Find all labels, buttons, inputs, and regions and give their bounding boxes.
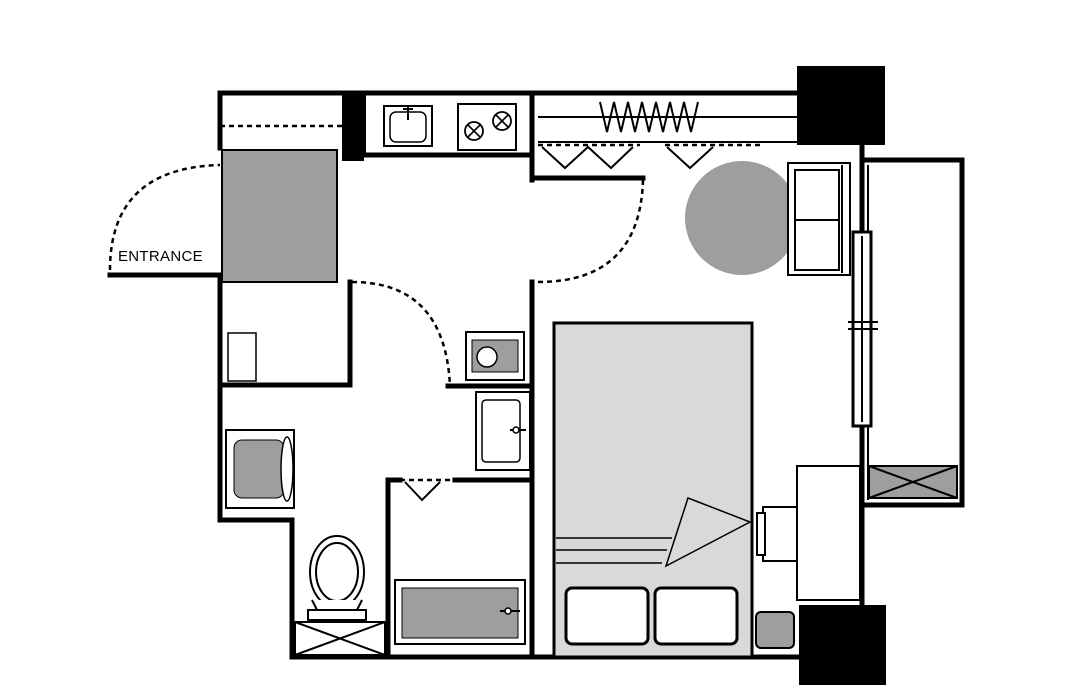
- living-door-swing: [537, 179, 645, 284]
- column-top-right: [797, 66, 885, 145]
- desk-chair: [756, 506, 798, 562]
- column-kitchen-pillar: [342, 93, 364, 161]
- kitchen-sink: [383, 105, 433, 147]
- columns: [342, 66, 886, 685]
- bathtub: [394, 579, 526, 645]
- pillow-left: [564, 586, 650, 646]
- trash-bin: [755, 611, 795, 649]
- washbasin: [475, 391, 531, 471]
- column-bottom-right: [799, 605, 886, 685]
- sofa: [787, 162, 851, 276]
- bed: [552, 321, 754, 659]
- stove-cooktop: [457, 103, 517, 151]
- bath-door-triangle: [404, 481, 441, 502]
- bathroom-door-swing: [351, 280, 452, 387]
- entrance-door-swing: [108, 163, 221, 271]
- bed-fold-triangle: [664, 497, 752, 568]
- pillow-right: [653, 586, 739, 646]
- bifold-right: [666, 146, 714, 170]
- entrance-label: ENTRANCE: [118, 248, 203, 265]
- balcony-sliding-door: [848, 230, 878, 428]
- doors: [108, 124, 760, 482]
- round-table: [685, 161, 799, 275]
- toilet-floor-cabinet: [294, 621, 386, 656]
- balcony-storage: [868, 465, 958, 499]
- shoe-cabinet: [227, 332, 257, 382]
- wardrobe-bifold: [404, 145, 714, 502]
- desk: [796, 465, 861, 601]
- closet-hangers: [599, 101, 699, 133]
- storage-box-small: [465, 331, 525, 381]
- entry-mat: [221, 149, 338, 283]
- washing-machine: [225, 429, 295, 509]
- bifold-left: [541, 145, 634, 170]
- toilet: [307, 535, 367, 621]
